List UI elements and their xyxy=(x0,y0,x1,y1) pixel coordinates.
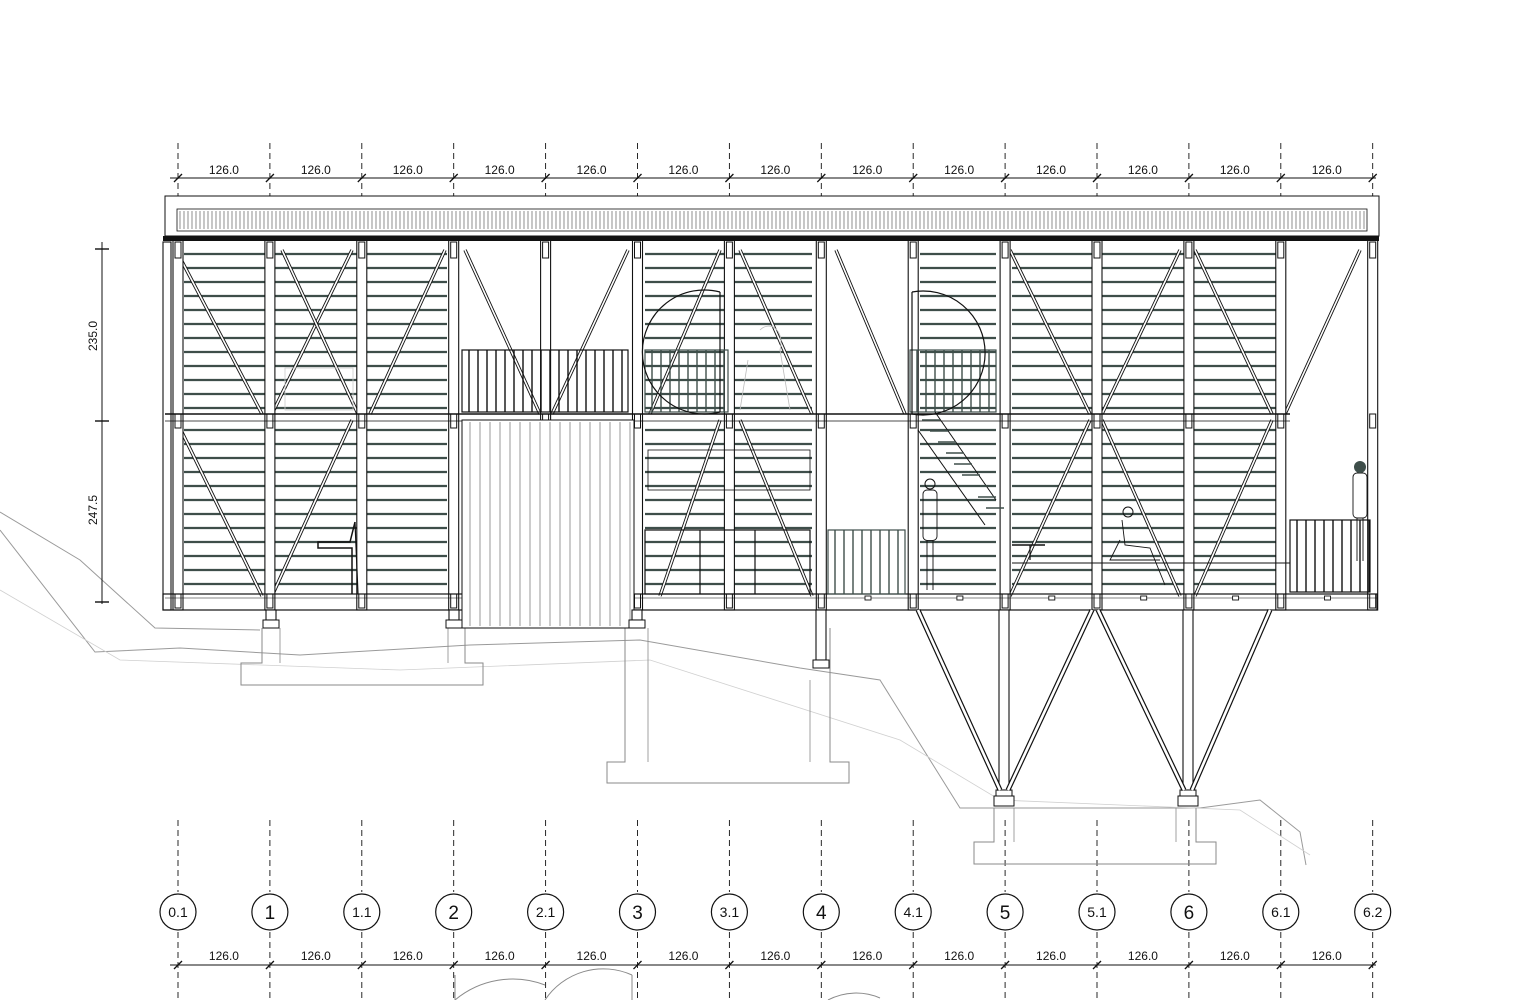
round-opening xyxy=(911,290,986,416)
grid-axis-label: 1.1 xyxy=(352,904,372,920)
concrete-footing xyxy=(606,628,850,784)
stilt-post xyxy=(631,609,643,621)
window xyxy=(647,449,811,491)
post-base-plate xyxy=(1177,795,1199,807)
grid-axis-bubble xyxy=(894,893,932,931)
vertical-dimension-upper: 235.0 xyxy=(86,321,100,351)
grid-axis-label: 2 xyxy=(448,903,459,924)
top-dimension-label: 126.0 xyxy=(944,163,974,177)
mezzanine-railing xyxy=(461,349,629,413)
bottom-dimension-label: 126.0 xyxy=(209,949,239,963)
grid-axis-label: 0.1 xyxy=(168,904,188,920)
grid-axis-bubble xyxy=(1354,893,1392,931)
terrace-railing xyxy=(1289,519,1371,593)
bottom-dimension-label: 126.0 xyxy=(393,949,423,963)
top-dimension-label: 126.0 xyxy=(301,163,331,177)
bottom-dimension-label: 126.0 xyxy=(577,949,607,963)
roof xyxy=(163,195,1380,241)
top-dimension-label: 126.0 xyxy=(485,163,515,177)
stilt-post xyxy=(998,609,1010,791)
vertical-dimension-lower: 247.5 xyxy=(86,495,100,525)
grid-axis-label: 5.1 xyxy=(1087,904,1107,920)
stilt-post xyxy=(448,609,460,621)
seated-person xyxy=(1122,506,1134,518)
stilt-supports xyxy=(262,595,1331,807)
grid-axis-bubble xyxy=(618,893,657,931)
chair xyxy=(317,521,356,594)
top-dimension-label: 126.0 xyxy=(668,163,698,177)
standing-person xyxy=(924,478,936,490)
bottom-dimension-label: 126.0 xyxy=(760,949,790,963)
door-swing-arc xyxy=(827,992,881,1000)
roof-beam xyxy=(163,236,1379,241)
person-head xyxy=(1354,461,1366,473)
glazed-partition xyxy=(644,529,811,595)
door-swing-arc xyxy=(454,978,546,1000)
top-dimension-label: 126.0 xyxy=(760,163,790,177)
bottom-dimension-label: 126.0 xyxy=(1220,949,1250,963)
door-swing-arc xyxy=(544,968,633,1000)
concrete-footing xyxy=(240,628,484,686)
grid-axis-label: 4 xyxy=(816,903,827,924)
bottom-dimension-label: 126.0 xyxy=(944,949,974,963)
top-dimension-label: 126.0 xyxy=(852,163,882,177)
foundations xyxy=(240,628,1217,865)
grid-axis-bubble xyxy=(343,893,381,931)
bottom-dimension-label: 126.0 xyxy=(301,949,331,963)
top-dimension-label: 126.0 xyxy=(209,163,239,177)
vertical-board-door xyxy=(461,419,635,629)
grid-axis-bubble xyxy=(1262,893,1300,931)
grid-axis-label: 3 xyxy=(632,903,643,924)
grid-axis-label: 6.2 xyxy=(1363,904,1383,920)
bottom-dimension-label: 126.0 xyxy=(485,949,515,963)
grid-axis-label: 2.1 xyxy=(536,904,556,920)
grid-axis-bubble xyxy=(710,893,749,931)
bottom-dimension-label: 126.0 xyxy=(1036,949,1066,963)
top-dimension-label: 126.0 xyxy=(1312,163,1342,177)
grid-axis-bubble xyxy=(435,893,473,931)
grid-axis-bubble xyxy=(1170,893,1208,931)
balcony-railing xyxy=(827,529,906,595)
stilt-post xyxy=(265,609,277,621)
stilt-post xyxy=(815,609,827,661)
grid-axis-bubble xyxy=(159,893,197,931)
grid-axis-bubbles: 0.1 1 1.1 2 2.1 3 3.1 4 4.1 5 5.1 6 6.1 6.2 xyxy=(159,893,1392,931)
grid-axis-bubble xyxy=(986,893,1024,931)
top-dimension-label: 126.0 xyxy=(1220,163,1250,177)
grid-axis-label: 3.1 xyxy=(720,904,740,920)
top-dimension-label: 126.0 xyxy=(577,163,607,177)
end-post xyxy=(162,241,172,611)
bottom-dimension-label: 126.0 xyxy=(852,949,882,963)
round-opening xyxy=(641,289,721,415)
bottom-dimension-label: 126.0 xyxy=(668,949,698,963)
grid-axis-label: 5 xyxy=(1000,903,1011,924)
grid-axis-label: 6.1 xyxy=(1271,904,1291,920)
grid-axis-bubble xyxy=(1078,893,1116,931)
bottom-dimension-chain: 126.0 126.0 126.0 126.0 126.0 126.0 126.0 126.0… xyxy=(170,949,1378,1000)
grid-axis-label: 4.1 xyxy=(903,904,923,920)
top-dimension-chain: 126.0 126.0 126.0 126.0 126.0 126.0 126.0 126.0… xyxy=(170,163,1378,183)
top-dimension-label: 126.0 xyxy=(393,163,423,177)
grid-axis-bubble xyxy=(251,893,289,931)
grid-axis-label: 6 xyxy=(1184,903,1195,924)
faint-bed xyxy=(284,367,354,411)
terrain-line xyxy=(0,511,1311,866)
grid-axis-bubble xyxy=(526,893,565,931)
post-base-plate xyxy=(993,795,1015,807)
bottom-dimension-label: 126.0 xyxy=(1128,949,1158,963)
concrete-footing xyxy=(973,808,1217,865)
grid-axis-label: 1 xyxy=(265,903,276,924)
grid-axis-bubble xyxy=(802,893,840,931)
top-dimension-label: 126.0 xyxy=(1036,163,1066,177)
interior-details xyxy=(284,289,1371,629)
bottom-dimension-label: 126.0 xyxy=(1312,949,1342,963)
ground-floor-slab xyxy=(162,593,1378,611)
stilt-post xyxy=(1182,609,1194,791)
faint-figure xyxy=(739,325,791,411)
top-dimension-label: 126.0 xyxy=(1128,163,1158,177)
cross-bracing xyxy=(174,249,1362,597)
vertical-dimension-chain: 235.0 247.5 xyxy=(86,242,109,604)
